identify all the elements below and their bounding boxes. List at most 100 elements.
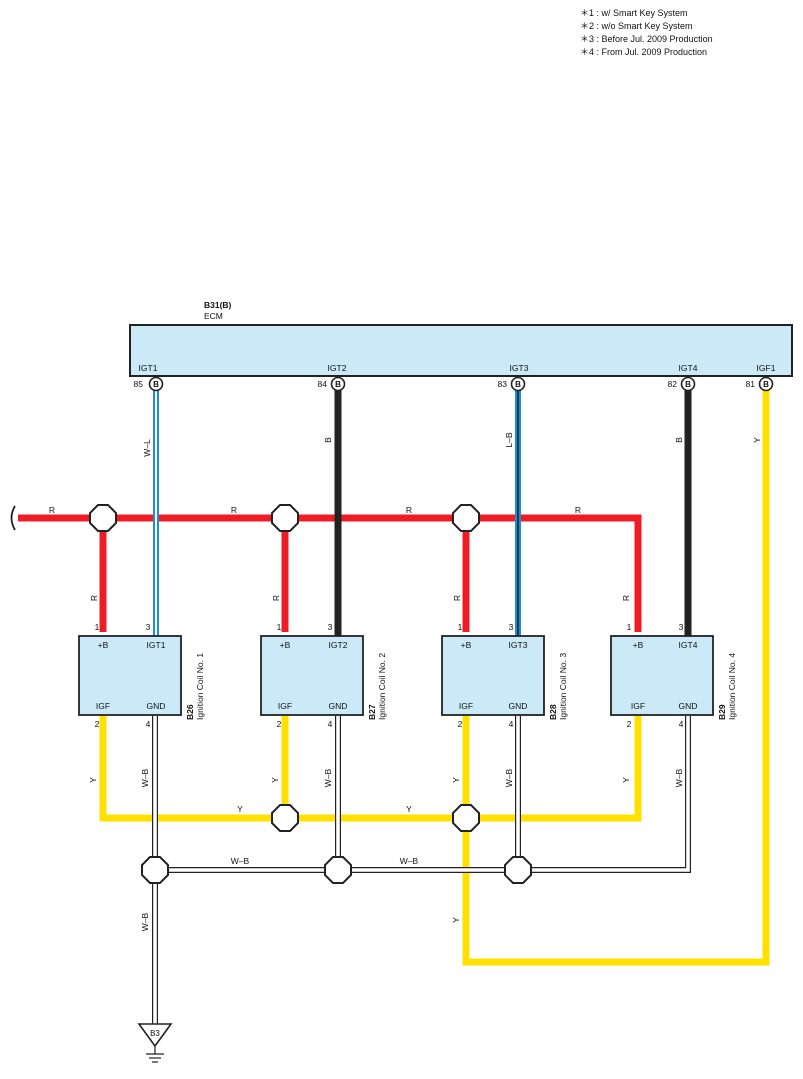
svg-text:1: 1 [277, 622, 282, 632]
svg-text:IGF: IGF [96, 701, 110, 711]
junction-gnd-2 [324, 856, 352, 884]
label-power-coil2: R [271, 595, 281, 601]
svg-text:1: 1 [627, 622, 632, 632]
ignition-coil-2: 1 3 +B IGT2 IGF GND 2 4 B27 Ignition Coi… [260, 622, 387, 729]
label-igf-bus-2: Y [406, 804, 412, 814]
coil-4-name: Ignition Coil No. 4 [727, 653, 737, 720]
ecm-pin-igt3-label: IGT3 [510, 363, 529, 373]
svg-text:B: B [515, 380, 521, 389]
coil-3-box [441, 635, 545, 716]
ground-code: B3 [150, 1029, 160, 1038]
ecm-box [129, 324, 793, 377]
svg-text:2: 2 [627, 719, 632, 729]
junction-igf-2 [452, 804, 480, 832]
igf1-return-wire [462, 390, 770, 966]
label-gnd-bus-1: W–B [231, 856, 250, 866]
junction-power-1 [89, 504, 117, 532]
svg-text:4: 4 [328, 719, 333, 729]
ground-triangle [137, 1023, 173, 1048]
ignition-coil-1: 1 3 +B IGT1 IGF GND 2 4 B26 Ignition Coi… [78, 622, 205, 729]
label-igt3-wire: L–B [504, 432, 514, 447]
ecm-pin-igt1-label: IGT1 [139, 363, 158, 373]
svg-text:B: B [763, 380, 769, 389]
label-power-bus-3: R [406, 505, 412, 515]
coil-1-name: Ignition Coil No. 1 [195, 653, 205, 720]
label-power-bus-1: R [49, 505, 55, 515]
junction-igf-1 [271, 804, 299, 832]
svg-text:GND: GND [509, 701, 528, 711]
svg-text:GND: GND [147, 701, 166, 711]
ecm-code: B31(B) [204, 300, 232, 310]
junction-power-2 [271, 504, 299, 532]
label-igf-coil3: Y [451, 777, 461, 783]
igf-wires [99, 390, 770, 966]
wire-labels: W–L B L–B B Y R R R R R R R R Y Y Y Y Y … [49, 432, 762, 931]
svg-text:B: B [153, 380, 159, 389]
wire-break-mark [10, 505, 16, 531]
svg-text:1: 1 [458, 622, 463, 632]
power-wires [18, 514, 642, 632]
ecm-name: ECM [204, 311, 223, 321]
svg-text:IGT2: IGT2 [329, 640, 348, 650]
igf-bus-wire [99, 716, 642, 822]
svg-text:2: 2 [95, 719, 100, 729]
svg-text:4: 4 [146, 719, 151, 729]
igt-wires [153, 390, 692, 636]
label-power-bus-4: R [575, 505, 581, 515]
gnd-wires [152, 716, 691, 1024]
ignition-coil-4: 1 3 +B IGT4 IGF GND 2 4 B29 Ignition Coi… [610, 622, 737, 729]
svg-text:IGF: IGF [631, 701, 645, 711]
ecm-pin-igt2-label: IGT2 [328, 363, 347, 373]
label-gnd-coil4: W–B [674, 768, 684, 787]
ecm-pin-igt4-label: IGT4 [679, 363, 698, 373]
ecm-pin-83-no: 83 [498, 379, 508, 389]
label-igf-return: Y [451, 917, 461, 923]
label-igt1-wire: W–L [142, 439, 152, 457]
label-igf-coil1: Y [88, 777, 98, 783]
ecm-pin-82-connector [680, 376, 696, 392]
svg-text:3: 3 [146, 622, 151, 632]
ecm-pin-82-no: 82 [668, 379, 678, 389]
label-igt4-wire: B [674, 437, 684, 443]
svg-text:+B: +B [461, 640, 472, 650]
svg-text:IGF: IGF [278, 701, 292, 711]
ecm-pin-81-connector [758, 376, 774, 392]
label-gnd-coil1: W–B [140, 768, 150, 787]
svg-text:4: 4 [679, 719, 684, 729]
label-igf-coil4: Y [621, 777, 631, 783]
label-power-bus-2: R [231, 505, 237, 515]
ecm-pin-84-connector [330, 376, 346, 392]
svg-text:2: 2 [458, 719, 463, 729]
coil-2-code: B27 [367, 704, 377, 720]
junctions [89, 504, 532, 884]
svg-text:3: 3 [509, 622, 514, 632]
label-power-coil1: R [89, 595, 99, 601]
label-gnd-main: W–B [140, 912, 150, 931]
svg-text:3: 3 [679, 622, 684, 632]
coil-2-name: Ignition Coil No. 2 [377, 653, 387, 720]
coil-3-name: Ignition Coil No. 3 [558, 653, 568, 720]
svg-text:IGF: IGF [459, 701, 473, 711]
svg-text:4: 4 [509, 719, 514, 729]
svg-text:B: B [685, 380, 691, 389]
label-igt2-wire: B [323, 437, 333, 443]
label-gnd-coil2: W–B [323, 768, 333, 787]
junction-power-3 [452, 504, 480, 532]
coil-4-code: B29 [717, 704, 727, 720]
label-igf-bus-1: Y [237, 804, 243, 814]
ecm-pin-85-no: 85 [134, 379, 144, 389]
coil-4-box [610, 635, 714, 716]
svg-text:B: B [335, 380, 341, 389]
ecm-pin-84-no: 84 [318, 379, 328, 389]
coil-2-box [260, 635, 364, 716]
svg-text:+B: +B [633, 640, 644, 650]
note-1: ＊1 : w/ Smart Key System [580, 8, 688, 18]
power-drop-coil4 [634, 514, 642, 632]
ignition-coil-3: 1 3 +B IGT3 IGF GND 2 4 B28 Ignition Coi… [441, 622, 568, 729]
label-power-coil4: R [621, 595, 631, 601]
note-2: ＊2 : w/o Smart Key System [580, 21, 693, 31]
ecm-pin-85-connector [148, 376, 164, 392]
ecm-pin-igf1-label: IGF1 [757, 363, 776, 373]
coil-1-code: B26 [185, 704, 195, 720]
label-gnd-bus-2: W–B [400, 856, 419, 866]
